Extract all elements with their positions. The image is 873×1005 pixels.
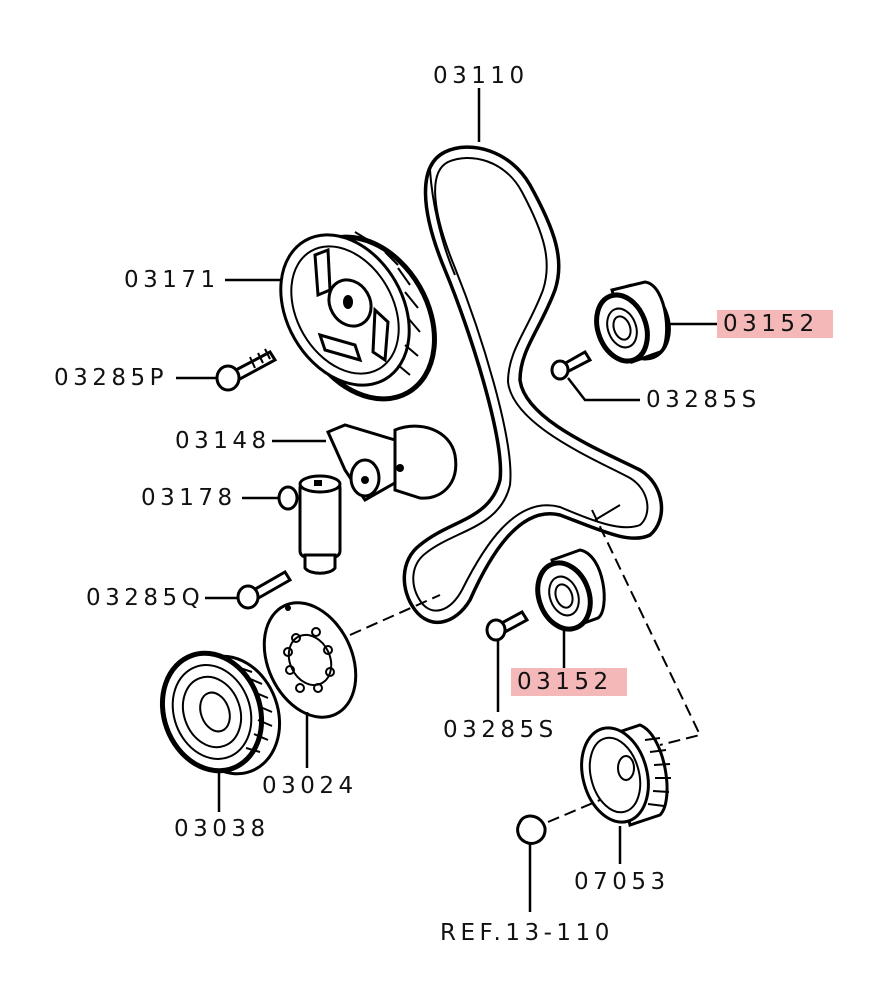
label-camshaft-sprocket[interactable]: 03171 (124, 267, 220, 293)
label-idler-pulley-upper[interactable]: 03152 (717, 310, 833, 338)
reference-key[interactable] (516, 814, 547, 912)
camshaft-sprocket[interactable] (225, 212, 463, 424)
label-crankshaft-pulley[interactable]: 03038 (174, 816, 270, 842)
label-auto-tensioner[interactable]: 03178 (141, 485, 237, 511)
crankshaft-sprocket-plate[interactable] (247, 588, 374, 768)
idler-pulley-upper[interactable] (588, 277, 717, 368)
label-bolt-q[interactable]: 03285Q (86, 585, 205, 611)
crankshaft-sprocket[interactable] (572, 720, 671, 864)
auto-tensioner[interactable] (242, 474, 342, 575)
label-idler-pulley-lower[interactable]: 03152 (511, 668, 627, 696)
label-bolt-s-upper[interactable]: 03285S (646, 387, 761, 413)
crankshaft-pulley[interactable] (146, 639, 295, 812)
label-bolt-s-lower[interactable]: 03285S (443, 717, 558, 743)
label-reference[interactable]: REF.13-110 (440, 920, 614, 946)
tensioner-arm[interactable] (272, 423, 458, 502)
bolt-p[interactable] (176, 348, 278, 392)
bolt-s-lower[interactable] (485, 610, 530, 712)
label-timing-belt[interactable]: 03110 (433, 63, 529, 89)
timing-belt[interactable] (402, 88, 664, 625)
idler-pulley-lower[interactable] (529, 548, 606, 668)
leader-line-bolt-s-upper (567, 377, 640, 402)
assembly-centerlines (349, 504, 702, 823)
label-crankshaft-sprocket[interactable]: 07053 (574, 869, 670, 895)
label-tensioner-arm[interactable]: 03148 (175, 428, 271, 454)
bolt-s-upper[interactable] (550, 349, 640, 402)
label-plate[interactable]: 03024 (262, 773, 358, 799)
bolt-q[interactable] (205, 569, 293, 610)
label-bolt-p[interactable]: 03285P (54, 365, 169, 391)
